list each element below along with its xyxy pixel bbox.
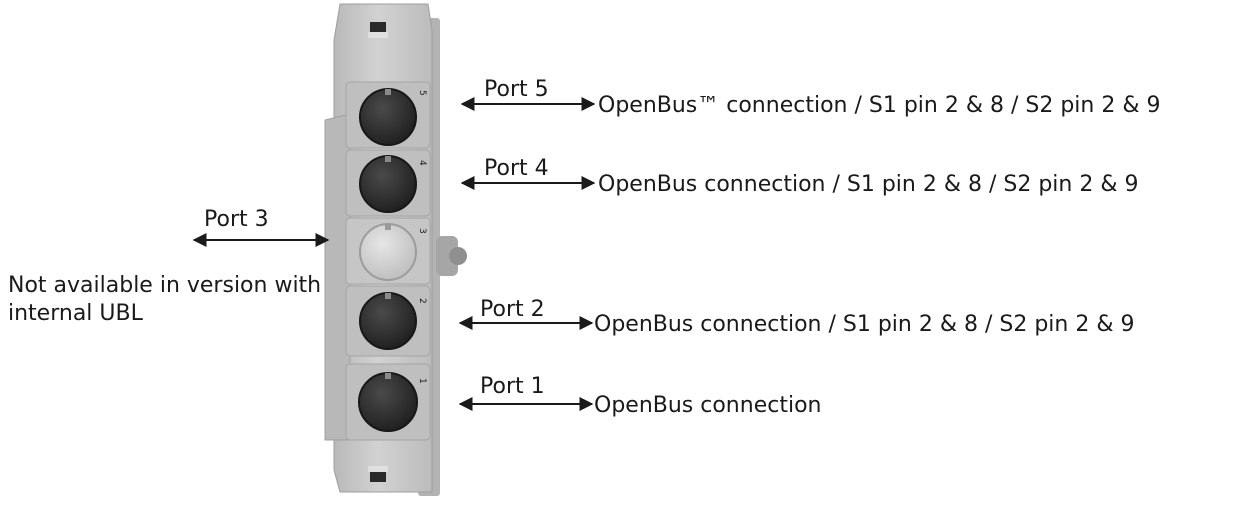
socket-hole-active: [359, 292, 417, 350]
connector-number: 5: [417, 90, 427, 96]
connector-port-2: 2: [345, 285, 431, 357]
annotation-port-3: Port 3 Not available in version with int…: [8, 207, 330, 326]
port-description: OpenBus connection / S1 pin 2 & 8 / S2 p…: [594, 312, 1134, 337]
connector-column: 5 4 3 2 1: [345, 81, 431, 441]
socket-key: [385, 224, 391, 230]
housing-knob-cap: [449, 247, 467, 265]
connector-port-1: 1: [345, 363, 431, 441]
housing-knob: [436, 236, 458, 276]
connector-port-5: 5: [345, 81, 431, 149]
port-label: Port 3: [204, 207, 269, 232]
connector-port-4: 4: [345, 149, 431, 217]
port-3-note-line-2: internal UBL: [8, 301, 144, 326]
port-description: OpenBus connection / S1 pin 2 & 8 / S2 p…: [598, 172, 1138, 197]
bottom-latch-tab: [368, 466, 388, 472]
port-label: Port 1: [480, 374, 545, 399]
port-label: Port 2: [480, 297, 545, 322]
port-3-note-line-1: Not available in version with: [8, 273, 321, 298]
connector-port-3: 3: [345, 217, 431, 285]
port-label: Port 5: [484, 77, 549, 102]
top-latch-tab: [368, 32, 388, 38]
top-latch-slot: [370, 22, 386, 32]
annotation-port-2: Port 2 OpenBus connection / S1 pin 2 & 8…: [458, 297, 1134, 337]
socket-key: [385, 293, 391, 299]
socket-hole-active: [359, 88, 417, 146]
connector-number: 1: [417, 378, 427, 384]
port-description: OpenBus™ connection / S1 pin 2 & 8 / S2 …: [598, 93, 1160, 118]
socket-key: [385, 373, 391, 379]
annotation-port-5: Port 5 OpenBus™ connection / S1 pin 2 & …: [460, 77, 1160, 118]
socket-hole-active: [359, 155, 417, 213]
bottom-latch-slot: [370, 472, 386, 482]
socket-hole-active: [358, 372, 418, 432]
connector-number: 4: [417, 160, 427, 166]
annotation-port-4: Port 4 OpenBus connection / S1 pin 2 & 8…: [460, 156, 1138, 197]
socket-key: [385, 156, 391, 162]
connector-number: 3: [417, 228, 427, 234]
port-description: OpenBus connection: [594, 393, 821, 418]
connector-number: 2: [417, 298, 427, 304]
socket-hole-inactive: [359, 223, 417, 281]
annotation-port-1: Port 1 OpenBus connection: [458, 374, 821, 418]
socket-key: [385, 89, 391, 95]
port-label: Port 4: [484, 156, 549, 181]
